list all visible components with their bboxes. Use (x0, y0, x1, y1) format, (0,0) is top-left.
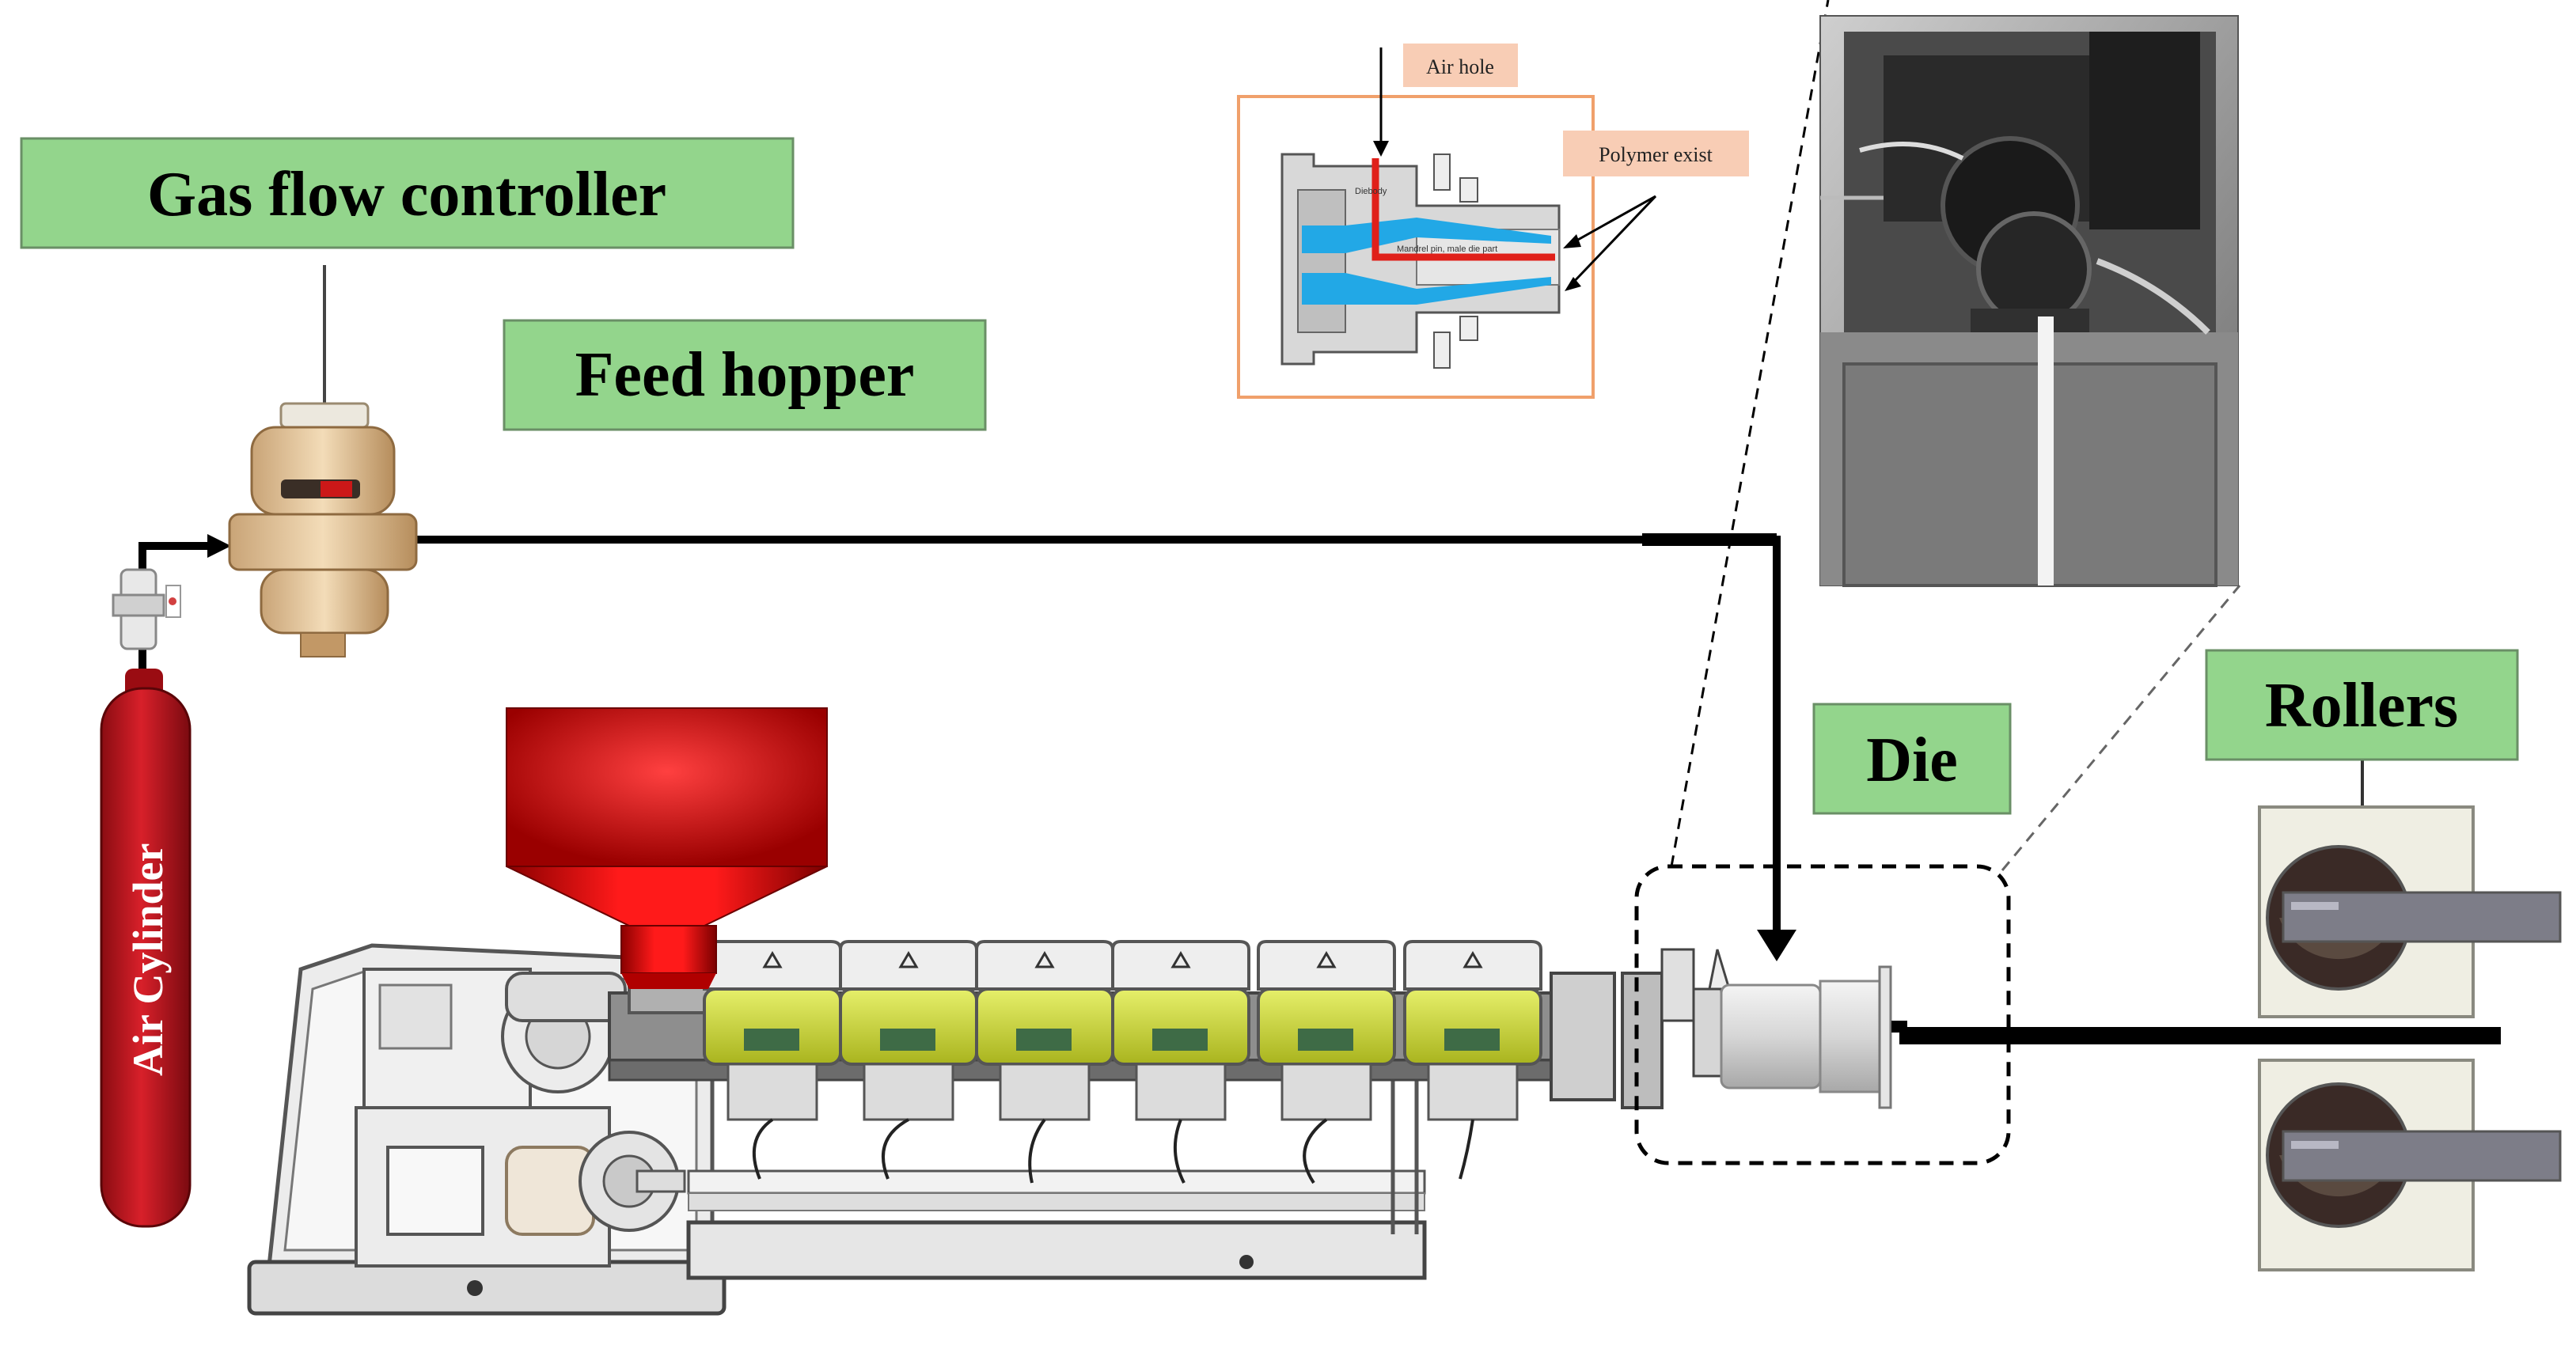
die-highlight-box (1634, 864, 2011, 1165)
die-head (1550, 948, 1892, 1109)
heater-bands (703, 940, 1542, 1184)
heater-band (1257, 940, 1396, 1184)
heater-band (975, 940, 1114, 1184)
roller-upper (2258, 805, 2562, 1018)
air-hole-callout: Air hole (1403, 44, 1518, 87)
air-hole-label: Air hole (1426, 55, 1494, 78)
gas-tubing (138, 265, 1796, 961)
polymer-exist-callout: Polymer exist (1563, 131, 1749, 176)
rollers-label-box: Rollers (2205, 649, 2519, 761)
projection-line-right (2001, 585, 2241, 871)
mandrel-label: Mandrel pin, male die part (1397, 244, 1497, 254)
extrudate-filament (1891, 1021, 2501, 1044)
die-inlet-arrow (1757, 930, 1796, 961)
gas-flow-controller-label: Gas flow controller (147, 160, 666, 229)
feed-hopper-label: Feed hopper (575, 340, 915, 410)
air-cylinder-label: Air Cylinder (124, 843, 172, 1077)
diebody-label: Diebody (1355, 187, 1387, 196)
heater-band (1111, 940, 1250, 1184)
rollers (2258, 760, 2562, 1271)
gas-flow-controller-label-box: Gas flow controller (20, 137, 795, 249)
brass-flow-meter-icon (228, 402, 418, 657)
rollers-label: Rollers (2265, 671, 2458, 741)
valve-icon (112, 568, 181, 650)
die-photo-icon (1819, 15, 2239, 587)
air-cylinder: Air Cylinder (100, 669, 192, 1228)
polymer-exist-label: Polymer exist (1599, 143, 1713, 166)
heater-band (703, 940, 842, 1180)
projection-line-left (1670, 0, 1830, 867)
feed-hopper-label-box: Feed hopper (503, 319, 987, 431)
die-cross-section-detail: Diebody Mandrel pin, male die part (1237, 47, 1657, 399)
heater-band (1403, 940, 1542, 1180)
roller-lower (2258, 1059, 2562, 1271)
die-label: Die (1866, 726, 1958, 795)
die-label-box: Die (1812, 703, 2012, 815)
feed-hopper (506, 707, 828, 989)
heater-band (839, 940, 978, 1180)
